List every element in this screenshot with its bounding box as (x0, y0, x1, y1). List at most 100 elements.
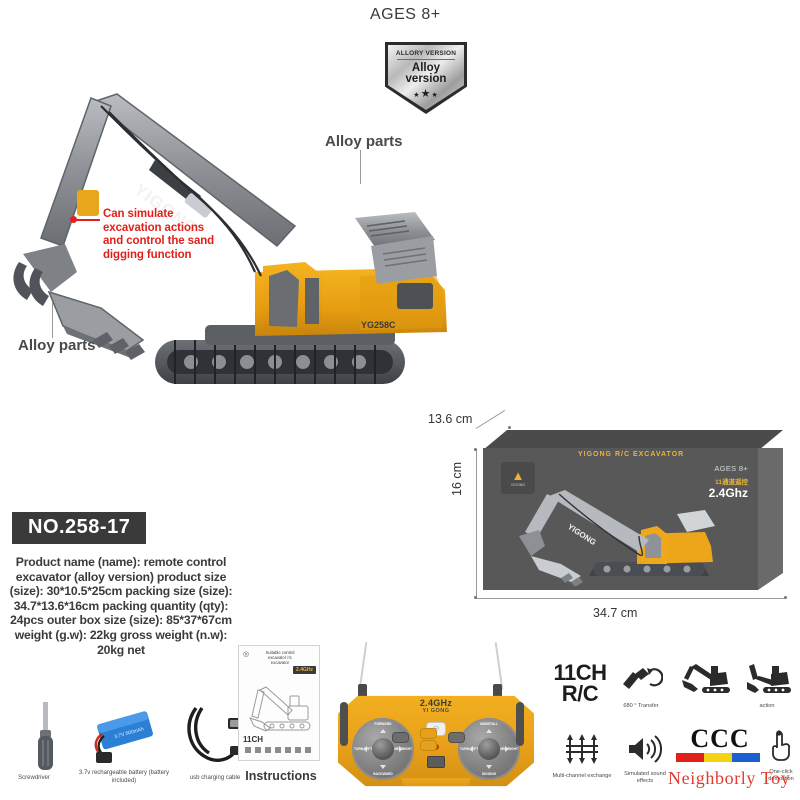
multi-channel-feature: Multi-channel exchange (552, 732, 612, 780)
ccc-letters: CCC (690, 724, 750, 753)
arrow-down-icon (486, 765, 492, 769)
star-rating-icon: ★★★ (413, 88, 439, 100)
function-button-center-top[interactable] (420, 728, 437, 739)
left-joystick-dial[interactable]: FORWARD BACKWARD TURN LEFT TURN RIGHT (352, 718, 414, 780)
action-caption-2: action (759, 703, 775, 709)
function-button-center-bottom[interactable] (420, 740, 437, 751)
manual-line-art (249, 686, 311, 732)
instructions-manual-block: ◎ Suitable control excavator r/c excavat… (232, 645, 330, 800)
alloy-parts-callout-upper: Alloy parts (325, 133, 403, 150)
arrow-up-icon (380, 729, 386, 733)
package-box-diagram: 13.6 cm 16 cm 34.7 cm YIGONG R/C EXCAVAT… (428, 408, 794, 623)
feature-icon-grid: 11CH R/C 680 ° Transfer (548, 658, 800, 800)
multi-channel-icon (566, 734, 598, 764)
badge-top-text: ALLORY VERSION (395, 50, 457, 57)
controller-grip-right (516, 702, 524, 746)
rotation-feature: 680 ° Transfer (610, 662, 672, 710)
manual-channel-label: 11CH (243, 735, 264, 744)
left-stick-up-label: FORWARD (374, 722, 392, 726)
instructions-label: Instructions (245, 769, 317, 783)
operator-cab (263, 262, 323, 334)
ccc-bar-blue (732, 753, 760, 762)
remote-controller: 2.4GHz YI GONG FORWARD BACKWARD TURN LEF… (330, 640, 545, 800)
arrow-up-icon (486, 729, 492, 733)
dipper-arm (40, 97, 112, 247)
badge-main-line2: version (405, 73, 447, 85)
dim-endpoint (474, 596, 477, 599)
alloy-parts-callout-lower: Alloy parts (18, 337, 96, 354)
arrow-left-icon (469, 746, 473, 752)
manual-frequency-badge: 2.4GHz (293, 666, 316, 674)
battery-image: 3.7V 500mAh (94, 711, 153, 763)
box-side-face (758, 448, 783, 590)
one-click-caption: One-click demolition (768, 769, 794, 782)
rotation-icon (623, 668, 664, 689)
annotation-leader-line (74, 219, 100, 221)
manual-cover: ◎ Suitable control excavator r/c excavat… (238, 645, 320, 761)
ccc-color-bars (676, 753, 760, 762)
manual-logo-icon: ◎ (243, 651, 250, 658)
depth-dimension-label: 13.6 cm (428, 412, 473, 426)
controller-top-band: 2.4GHz YI GONG (404, 698, 468, 716)
boom-cylinder (149, 160, 212, 218)
note-line-2: excavation actions (103, 221, 205, 234)
crawler-track (155, 340, 405, 384)
left-stick-down-label: BACKWARD (373, 772, 393, 776)
usb-cable-caption: usb charging cable (189, 775, 241, 781)
arrow-right-icon (505, 746, 509, 752)
depth-dimension-line (475, 410, 506, 429)
right-joystick-dial[interactable]: UNINSTALL DIGGING TURN LEFT TURN RIGHT (458, 718, 520, 780)
screwdriver-caption: Screwdriver (18, 775, 50, 781)
excavation-feature-note: Can simulate excavation actions and cont… (103, 208, 214, 262)
box-brand-logo: ▲ YIGONG (501, 462, 535, 494)
box-top-strip-text: YIGONG R/C EXCAVATOR (578, 451, 685, 458)
antenna-right (494, 642, 504, 690)
antenna-base-left (358, 684, 367, 698)
hydraulic-hoses (100, 105, 262, 277)
note-line-1: Can simulate (103, 208, 174, 220)
arrow-left-icon (363, 746, 367, 752)
one-click-feature: One-click demolition (764, 730, 798, 783)
box-logo-text: YIGONG (510, 482, 526, 487)
ccc-certification-mark: CCC (676, 726, 764, 762)
channel-count-badge: 11CH R/C (552, 660, 608, 705)
excavator-action-icon-1 (682, 664, 730, 693)
bucket-assembly (13, 244, 145, 360)
manual-cover-title: Suitable control excavator r/c excavator (265, 650, 295, 666)
sound-feature: Simulated sound effects (616, 734, 674, 785)
dim-endpoint (784, 596, 787, 599)
action-feature-2: action (738, 662, 796, 710)
mode-switch[interactable] (427, 756, 445, 768)
multi-channel-caption: Multi-channel exchange (552, 773, 612, 779)
ccc-bar-yellow (704, 753, 732, 762)
badge-main-line1: Alloy (411, 62, 441, 74)
arrow-right-icon (399, 746, 403, 752)
function-button-left[interactable] (392, 732, 409, 743)
callout-leader-line-2 (52, 302, 53, 338)
height-dimension-label: 16 cm (450, 461, 464, 496)
box-channel-label: 11通道遥控 (715, 479, 748, 486)
alloy-version-badge: ALLORY VERSION Alloy version ★★★ (385, 42, 467, 114)
width-dimension-line (476, 598, 786, 599)
antenna-base-right (493, 684, 502, 698)
battery-caption: 3.7v rechargeable battery (battery inclu… (78, 770, 170, 784)
retail-box: YIGONG R/C EXCAVATOR ▲ YIGONG AGES 8+ 11… (483, 430, 783, 590)
logo-mark-icon: ▲ (511, 467, 525, 483)
controller-frequency-label: 2.4GHz (419, 698, 453, 708)
left-joystick-knob[interactable] (372, 738, 394, 760)
store-watermark: Neighborly Toy (668, 768, 791, 788)
box-frequency-label: 2.4Ghz (708, 486, 748, 500)
bucket-teeth (93, 332, 145, 360)
product-spec-text: Product name (name): remote control exca… (9, 555, 233, 657)
channel-count-line1: 11CH (553, 660, 607, 685)
note-line-3: and control the sand (103, 235, 215, 247)
manual-icon-row (245, 747, 311, 753)
dim-endpoint (474, 448, 477, 451)
excavator-action-icon-2 (747, 664, 791, 693)
annotation-dot-icon (70, 216, 77, 223)
box-front-face: YIGONG R/C EXCAVATOR ▲ YIGONG AGES 8+ 11… (483, 448, 758, 590)
right-joystick-knob[interactable] (478, 738, 500, 760)
function-button-right[interactable] (448, 732, 465, 743)
action-feature-1 (678, 662, 734, 703)
badge-divider (397, 59, 455, 60)
